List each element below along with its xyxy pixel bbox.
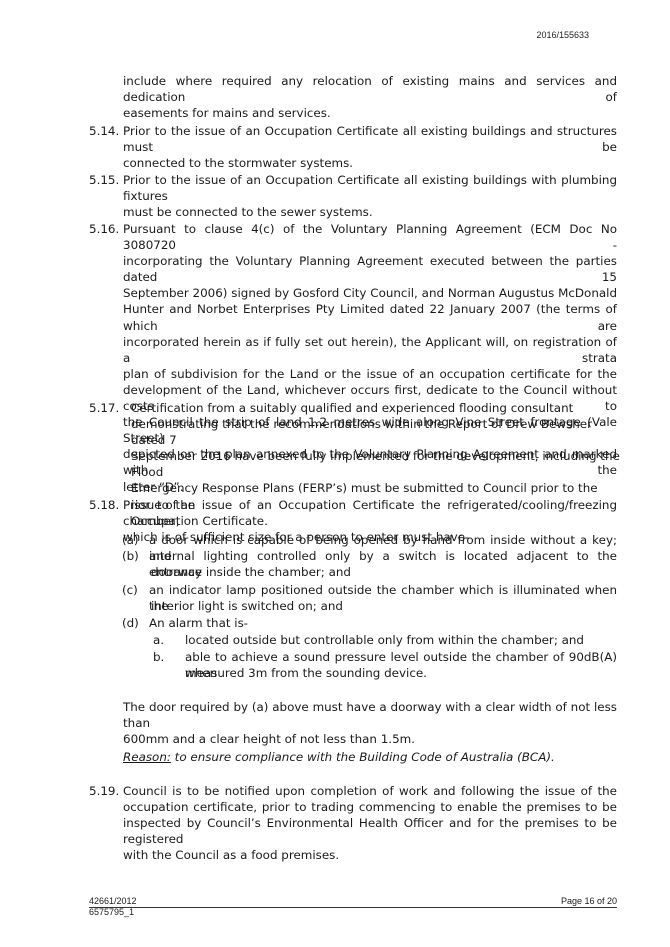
sub-item-a: a door which is capable of being opened … <box>149 533 617 564</box>
sub-item-b-cont: doorway inside the chamber; and <box>151 565 351 579</box>
intro-line: include where required any relocation of… <box>123 74 617 105</box>
clause-line: incorporated herein as if fully set out … <box>123 334 617 365</box>
sub-sub-item-label: a. <box>153 633 165 647</box>
clause-line: connected to the stormwater systems. <box>123 156 354 171</box>
clause-line: plan of subdivision for the Land or the … <box>123 366 617 381</box>
sub-sub-item-b-cont: measured 3m from the sounding device. <box>185 666 427 680</box>
sub-item-label: (d) <box>122 616 139 630</box>
clause-line: letter “D”. <box>123 479 184 494</box>
footer-references: 42661/2012 6575795_1 <box>89 896 137 918</box>
sub-sub-item-b: able to achieve a sound pressure level o… <box>185 650 617 681</box>
clause-number: 5.18. <box>89 498 120 512</box>
clause-line: September 2016 have been fully implement… <box>131 449 620 480</box>
clause-number: 5.16. <box>89 222 120 236</box>
clause-line: Prior to the issue of an Occupation Cert… <box>123 173 617 204</box>
sub-item-c: an indicator lamp positioned outside the… <box>149 583 617 614</box>
clause-number: 5.14. <box>89 124 120 138</box>
clause-line: Prior to the issue of an Occupation Cert… <box>123 498 617 529</box>
clause-line: September 2006) signed by Gosford City C… <box>123 286 617 301</box>
sub-item-d: An alarm that is- <box>149 616 249 630</box>
clause-line: The door required by (a) above must have… <box>123 700 617 731</box>
clause-line: Prior to the issue of an Occupation Cert… <box>123 124 617 155</box>
clause-5-19: Council is to be notified upon completio… <box>123 783 617 863</box>
footer-divider <box>89 907 617 908</box>
clause-line: Council is to be notified upon completio… <box>123 784 617 798</box>
clause-line: with the Council as a food premises. <box>123 848 340 863</box>
sub-item-c-cont: interior light is switched on; and <box>151 599 343 613</box>
clause-line: occupation certificate, prior to trading… <box>123 800 617 815</box>
clause-line: Occupation Certificate. <box>131 513 268 528</box>
sub-item-label: (c) <box>122 583 138 597</box>
clause-line: demonstrating that the recommendations w… <box>131 417 593 448</box>
clause-number: 5.17. <box>89 401 120 415</box>
document-reference: 2016/155633 <box>536 30 589 40</box>
sub-item-b: internal lighting controlled only by a s… <box>149 549 617 580</box>
clause-5-16: Pursuant to clause 4(c) of the Voluntary… <box>123 221 617 495</box>
intro-paragraph: include where required any relocation of… <box>123 73 617 121</box>
reason-note: Reason: to ensure compliance with the Bu… <box>123 749 555 765</box>
clause-line: must be connected to the sewer systems. <box>123 205 373 220</box>
clause-line: development of the Land, whichever occur… <box>123 382 617 414</box>
footer-ref: 42661/2012 <box>89 896 137 906</box>
clause-line: Pursuant to clause 4(c) of the Voluntary… <box>123 222 617 253</box>
clause-line: Emergency Response Plans (FERP’s) must b… <box>131 481 598 512</box>
reason-text: to ensure compliance with the Building C… <box>170 750 555 764</box>
door-requirement-paragraph: The door required by (a) above must have… <box>123 699 617 747</box>
page-number: Page 16 of 20 <box>560 896 617 906</box>
clause-line: inspected by Council’s Environmental Hea… <box>123 816 617 847</box>
footer-ref: 6575795_1 <box>89 907 135 917</box>
clause-line: Certification from a suitably qualified … <box>131 401 574 415</box>
sub-sub-item-a: located outside but controllable only fr… <box>185 633 584 647</box>
clause-5-15: Prior to the issue of an Occupation Cert… <box>123 172 617 220</box>
clause-line: 600mm and a clear height of not less tha… <box>123 732 416 747</box>
clause-number: 5.15. <box>89 173 120 187</box>
sub-item-label: (a) <box>122 533 139 547</box>
sub-sub-item-label: b. <box>153 650 165 664</box>
clause-number: 5.19. <box>89 784 120 798</box>
intro-line: easements for mains and services. <box>123 106 331 121</box>
clause-line: depicted on the plan annexed to the Volu… <box>123 447 617 478</box>
clause-5-14: Prior to the issue of an Occupation Cert… <box>123 123 617 171</box>
clause-line: incorporating the Voluntary Planning Agr… <box>123 254 617 285</box>
reason-label: Reason: <box>123 750 171 764</box>
clause-line: which is of sufficient size for a person… <box>123 530 470 545</box>
sub-item-label: (b) <box>122 549 139 563</box>
clause-line: Hunter and Norbet Enterprises Pty Limite… <box>123 302 617 333</box>
clause-5-18: Prior to the issue of an Occupation Cert… <box>123 497 617 545</box>
clause-line: the Council the strip of land 1.2 metres… <box>123 415 617 446</box>
clause-5-17: Certification from a suitably qualified … <box>131 400 621 529</box>
